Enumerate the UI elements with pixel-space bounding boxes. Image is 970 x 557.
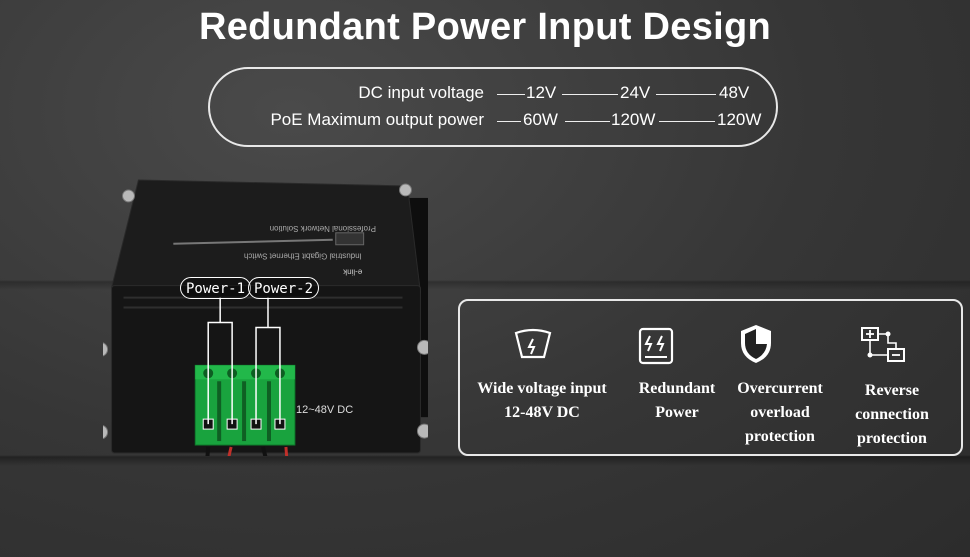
spec-value: 12V bbox=[526, 83, 557, 102]
device-brand: e-link bbox=[343, 268, 362, 277]
terminal-top bbox=[195, 365, 295, 380]
wire-red bbox=[284, 446, 289, 456]
screw-icon bbox=[399, 183, 412, 197]
shield-icon bbox=[741, 325, 771, 363]
feature-line: Overcurrent bbox=[737, 380, 823, 397]
spec-value: 60W bbox=[523, 110, 558, 129]
spec-label: DC input voltage bbox=[358, 83, 484, 102]
label-brackets bbox=[207, 297, 281, 425]
feature-wide-voltage: Wide voltage input 12-48V DC bbox=[462, 377, 622, 425]
terminal-ribs bbox=[217, 381, 271, 442]
screw-icon bbox=[416, 423, 428, 439]
feature-line: 12-48V DC bbox=[504, 404, 580, 421]
feature-line: Power bbox=[655, 404, 699, 421]
reverse-connection-icon bbox=[861, 327, 905, 362]
screws bbox=[103, 183, 428, 440]
spec-row-power: PoE Maximum output power 60W 120W 120W bbox=[210, 110, 780, 132]
feature-line: protection bbox=[745, 428, 815, 445]
spec-value: 120W bbox=[611, 110, 656, 129]
screw-icon bbox=[103, 425, 109, 440]
redundant-power-icon bbox=[638, 327, 674, 365]
voltage-gauge-icon bbox=[514, 328, 552, 359]
feature-overcurrent: Overcurrent overload protection bbox=[722, 377, 838, 449]
heatsink-fins bbox=[123, 296, 403, 309]
spec-label: PoE Maximum output power bbox=[270, 110, 484, 129]
feature-line: Reverse bbox=[864, 382, 920, 399]
dc-rating-label: 12~48V DC bbox=[296, 404, 354, 416]
feature-redundant-power: Redundant Power bbox=[618, 377, 736, 425]
switch-device: Professional Network Solution Industrial… bbox=[103, 179, 428, 456]
spec-connector bbox=[656, 94, 716, 95]
feature-line: Wide voltage input bbox=[477, 380, 607, 397]
feature-line: protection bbox=[857, 430, 927, 447]
screw-icon bbox=[416, 339, 428, 355]
device-slogan: Professional Network Solution bbox=[270, 224, 376, 233]
spec-table: DC input voltage 12V 24V 48V PoE Maximum… bbox=[208, 67, 778, 147]
spec-value: 48V bbox=[719, 83, 750, 102]
spec-connector bbox=[565, 121, 610, 122]
screw-icon bbox=[103, 342, 109, 357]
power-1-label: Power-1 bbox=[180, 277, 252, 299]
page-title: Redundant Power Input Design bbox=[198, 6, 772, 48]
power-2-label: Power-2 bbox=[248, 277, 320, 299]
spec-connector bbox=[659, 121, 715, 122]
spec-value: 24V bbox=[620, 83, 651, 102]
spec-connector bbox=[562, 94, 618, 95]
spec-row-voltage: DC input voltage 12V 24V 48V bbox=[210, 83, 780, 105]
top-stripe bbox=[173, 238, 333, 245]
screw-icon bbox=[122, 189, 135, 203]
feature-line: connection bbox=[855, 406, 929, 423]
feature-line: overload bbox=[750, 404, 810, 421]
feature-reverse-connection: Reverse connection protection bbox=[832, 379, 952, 451]
spec-connector bbox=[497, 94, 525, 95]
spec-value: 120W bbox=[717, 110, 762, 129]
spec-connector bbox=[497, 121, 521, 122]
device-model: Industrial Gigabit Ethernet Switch bbox=[244, 252, 362, 261]
device-top bbox=[110, 179, 422, 294]
top-port-graphic bbox=[335, 232, 365, 246]
features-panel: Wide voltage input 12-48V DC Redundant P… bbox=[458, 299, 963, 456]
feature-line: Redundant bbox=[638, 380, 716, 397]
wire-red bbox=[227, 446, 233, 456]
